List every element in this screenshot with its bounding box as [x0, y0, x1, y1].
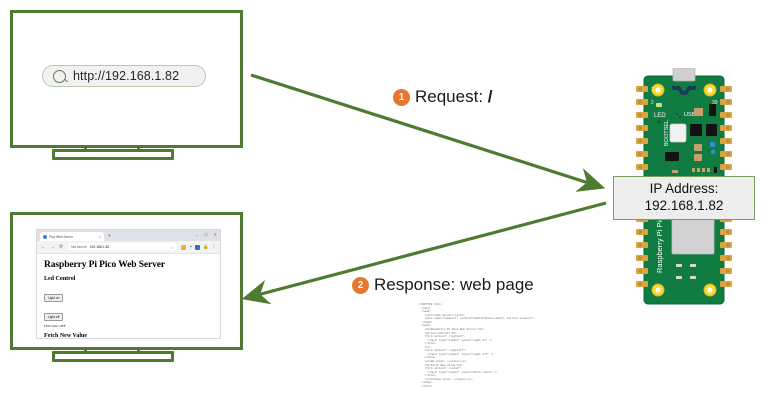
- toolbar-icons: ◓ 🔒 ⋮: [181, 243, 216, 250]
- led-state-text: LED state: OFF: [44, 324, 66, 328]
- ip-address-value: 192.168.1.82: [644, 198, 724, 213]
- response-label: 2 Response: web page: [352, 275, 534, 295]
- page-title: Raspberry Pi Pico Web Server: [44, 260, 166, 270]
- client-monitor-base: [52, 149, 174, 160]
- tab-close-icon[interactable]: ×: [99, 234, 101, 239]
- new-tab-button[interactable]: +: [108, 233, 111, 239]
- address-bar[interactable]: Not secure 192.168.1.82 ☆: [67, 243, 178, 251]
- browser-tabstrip: Pico Web Server × + – ☐ ✕: [37, 230, 220, 241]
- maximize-button[interactable]: ☐: [204, 232, 208, 237]
- svg-text:Raspberry Pi Pico: Raspberry Pi Pico: [655, 213, 664, 273]
- request-label-path: /: [487, 87, 493, 106]
- cast-icon[interactable]: ◓: [189, 243, 193, 249]
- bookmark-star-icon[interactable]: ☆: [169, 244, 174, 250]
- ip-address-callout: IP Address: 192.168.1.82: [613, 176, 755, 220]
- window-controls: – ☐ ✕: [196, 232, 217, 238]
- tab-title: Pico Web Server: [49, 234, 73, 239]
- light-on-button[interactable]: Light on: [44, 294, 64, 302]
- back-icon[interactable]: ←: [41, 243, 46, 250]
- request-label-prefix: Request:: [415, 87, 488, 106]
- svg-text:BOOTSEL: BOOTSEL: [664, 120, 670, 146]
- not-secure-badge: Not secure: [71, 245, 87, 249]
- svg-text:USB: USB: [684, 112, 696, 118]
- response-arrow: [241, 201, 607, 305]
- browser-tab[interactable]: Pico Web Server ×: [40, 232, 104, 241]
- led-control-heading: Led Control: [44, 276, 76, 282]
- request-label: 1 Request: /: [393, 87, 493, 107]
- minimize-button[interactable]: –: [195, 232, 199, 237]
- browser-page-content: Raspberry Pi Pico Web Server Led Control…: [37, 254, 220, 339]
- search-icon: [53, 69, 66, 83]
- browser-toolbar: ← → ⟳ Not secure 192.168.1.82 ☆ ◓ 🔒 ⋮: [37, 241, 220, 254]
- html-source-snippet: <!DOCTYPE html> <html> <head> <title>Web…: [418, 303, 535, 388]
- svg-text:LED: LED: [654, 113, 666, 119]
- light-off-button[interactable]: Light off: [44, 313, 64, 321]
- ip-address-title: IP Address:: [649, 181, 719, 197]
- close-window-button[interactable]: ✕: [213, 232, 217, 237]
- step-badge-1: 1: [393, 88, 410, 106]
- browser-window: Pico Web Server × + – ☐ ✕ ← → ⟳ Not secu…: [36, 229, 221, 339]
- profile-icon[interactable]: [195, 244, 201, 250]
- address-bar-url: 192.168.1.82: [89, 245, 110, 249]
- response-label-text: Response: web page: [374, 275, 534, 294]
- lock-icon[interactable]: 🔒: [203, 243, 209, 249]
- svg-text:39: 39: [712, 100, 718, 106]
- server-result-monitor-screen: Pico Web Server × + – ☐ ✕ ← → ⟳ Not secu…: [10, 212, 243, 350]
- browser-search-pill[interactable]: http://192.168.1.82: [42, 65, 206, 87]
- tab-favicon: [43, 234, 47, 239]
- extension-icon[interactable]: [181, 244, 187, 250]
- fetch-value-heading: Fetch New Value: [44, 333, 87, 339]
- forward-icon[interactable]: →: [50, 243, 55, 250]
- search-input-value: http://192.168.1.82: [73, 69, 180, 83]
- svg-text:1: 1: [651, 87, 654, 93]
- reload-icon[interactable]: ⟳: [59, 243, 64, 250]
- svg-text:2: 2: [651, 100, 654, 106]
- step-badge-2: 2: [352, 276, 369, 294]
- server-monitor-base: [52, 351, 174, 362]
- request-label-text: Request: /: [415, 87, 493, 107]
- client-monitor-screen: http://192.168.1.82: [10, 10, 243, 148]
- menu-icon[interactable]: ⋮: [211, 243, 216, 249]
- request-arrow: [250, 73, 606, 192]
